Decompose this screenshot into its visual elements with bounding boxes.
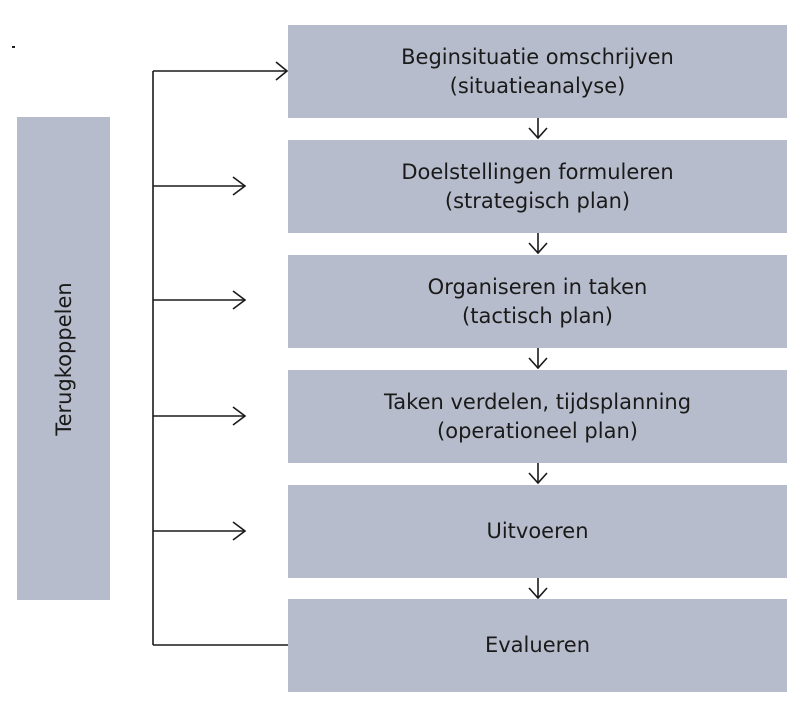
step-3-subtitle: (tactisch plan) — [462, 303, 613, 328]
step-2-title: Doelstellingen formuleren — [401, 159, 674, 184]
arrowhead-step-5 — [232, 521, 247, 541]
arrowhead-step-3 — [232, 290, 247, 310]
down-arrowhead-5 — [528, 587, 548, 600]
step-box-3: Organiseren in taken (tactisch plan) — [288, 255, 787, 348]
step-box-2: Doelstellingen formuleren (strategisch p… — [288, 140, 787, 233]
step-4-title: Taken verdelen, tijdsplanning — [383, 389, 692, 414]
arrowhead-step-4 — [232, 406, 247, 426]
stray-mark — [12, 46, 15, 48]
down-arrowhead-2 — [528, 242, 548, 255]
step-box-6: Evalueren — [288, 599, 787, 692]
step-6-title: Evalueren — [484, 633, 591, 657]
arrowhead-step-1 — [275, 61, 289, 81]
step-5-title: Uitvoeren — [486, 519, 589, 543]
down-arrowhead-4 — [528, 472, 548, 485]
step-1-subtitle: (situatieanalyse) — [449, 73, 626, 98]
arrowhead-step-2 — [232, 176, 247, 196]
step-4-subtitle: (operationeel plan) — [437, 418, 638, 443]
step-1-title: Beginsituatie omschrijven — [401, 44, 674, 69]
step-box-5: Uitvoeren — [288, 485, 787, 578]
down-arrowhead-3 — [528, 357, 548, 370]
step-box-1: Beginsituatie omschrijven (situatieanaly… — [288, 25, 787, 118]
step-box-4: Taken verdelen, tijdsplanning (operation… — [288, 370, 787, 463]
step-2-subtitle: (strategisch plan) — [444, 188, 631, 213]
step-3-title: Organiseren in taken — [427, 274, 648, 299]
down-arrowhead-1 — [528, 127, 548, 140]
feedback-box: Terugkoppelen — [17, 117, 110, 600]
